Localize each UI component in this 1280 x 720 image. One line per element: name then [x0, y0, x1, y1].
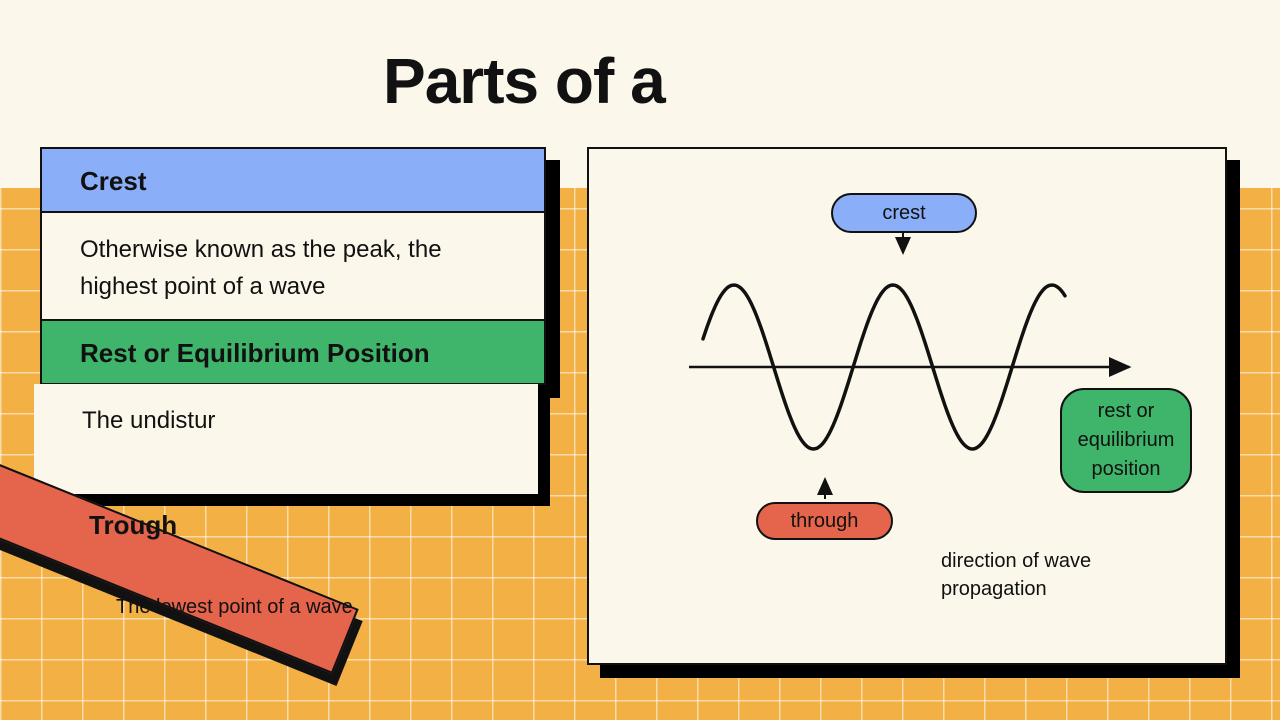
through-label: through	[756, 502, 893, 540]
trough-definition: The lowest point of a wave	[116, 596, 353, 618]
rest-position-label: rest or equilibrium position	[1060, 388, 1192, 493]
rest-header: Rest or Equilibrium Position	[40, 319, 546, 385]
rest-definition-box: The undistur	[34, 384, 538, 494]
direction-label: direction of wave propagation	[941, 550, 1092, 600]
wave-diagram-card: crest through rest or equilibrium positi…	[587, 147, 1227, 665]
rest-definition: The undistur	[82, 407, 216, 434]
trough-term: Trough	[89, 510, 178, 540]
slide-title: Parts of a	[383, 45, 666, 117]
wave-diagram	[689, 233, 1132, 499]
rest-term: Rest or Equilibrium Position	[80, 338, 430, 368]
crest-label: crest	[831, 193, 977, 233]
crest-header: Crest	[40, 147, 546, 213]
crest-term: Crest	[80, 166, 147, 196]
wave-curve	[701, 283, 1067, 451]
crest-definition: Otherwise known as the peak, the highest…	[80, 236, 442, 300]
crest-definition-box: Otherwise known as the peak, the highest…	[40, 211, 546, 321]
